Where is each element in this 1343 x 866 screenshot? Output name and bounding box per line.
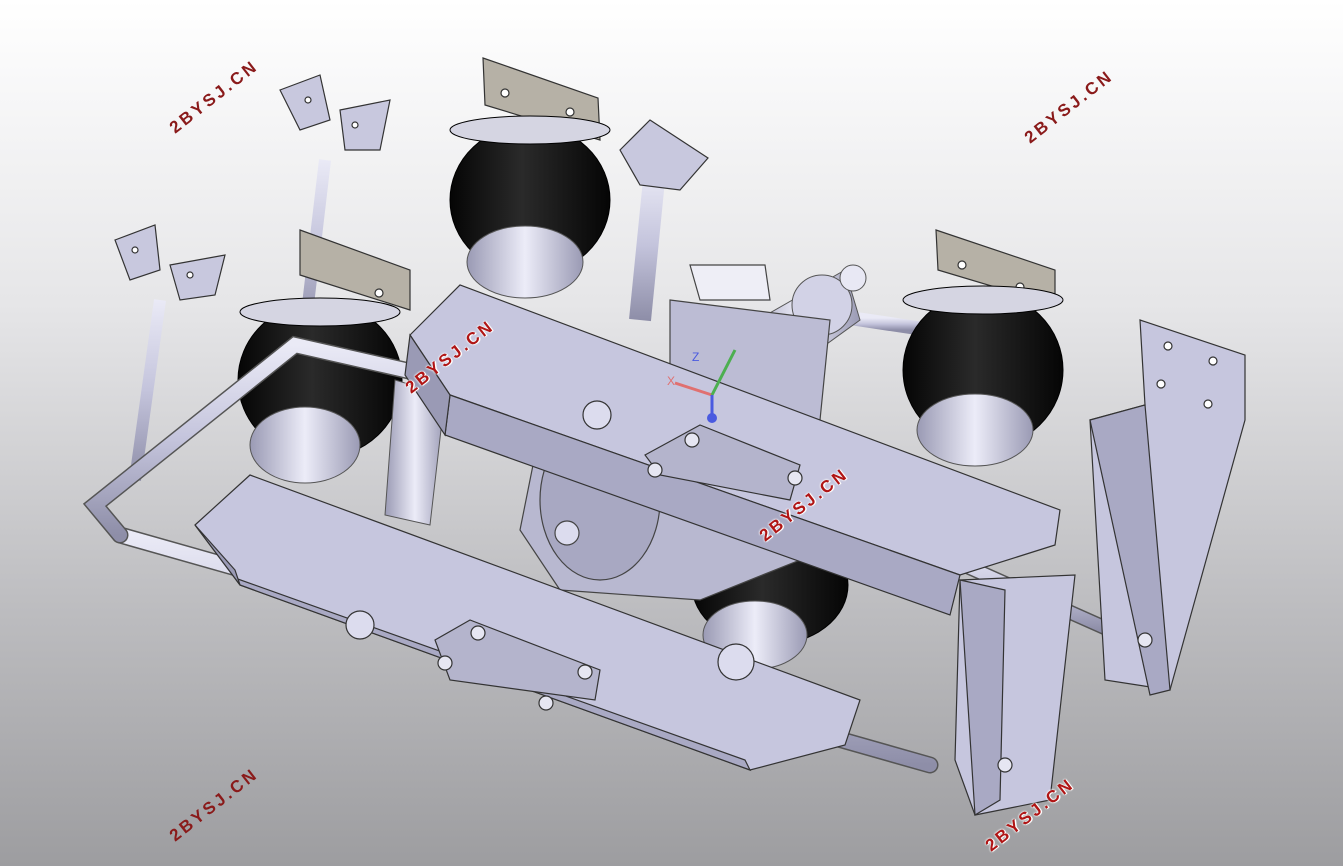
frame-hangers: [954, 319, 1246, 817]
shock-absorbers: [384, 264, 867, 526]
trailing-arm-upper: [404, 284, 1061, 616]
air-spring-pistons: [249, 225, 1034, 670]
upper-mount-brackets: [114, 74, 709, 301]
triad-z-label: Z: [692, 350, 700, 364]
trailing-arm-lower: [194, 474, 861, 772]
triad-x-label: X: [667, 374, 676, 388]
coordinate-triad: [674, 349, 737, 423]
